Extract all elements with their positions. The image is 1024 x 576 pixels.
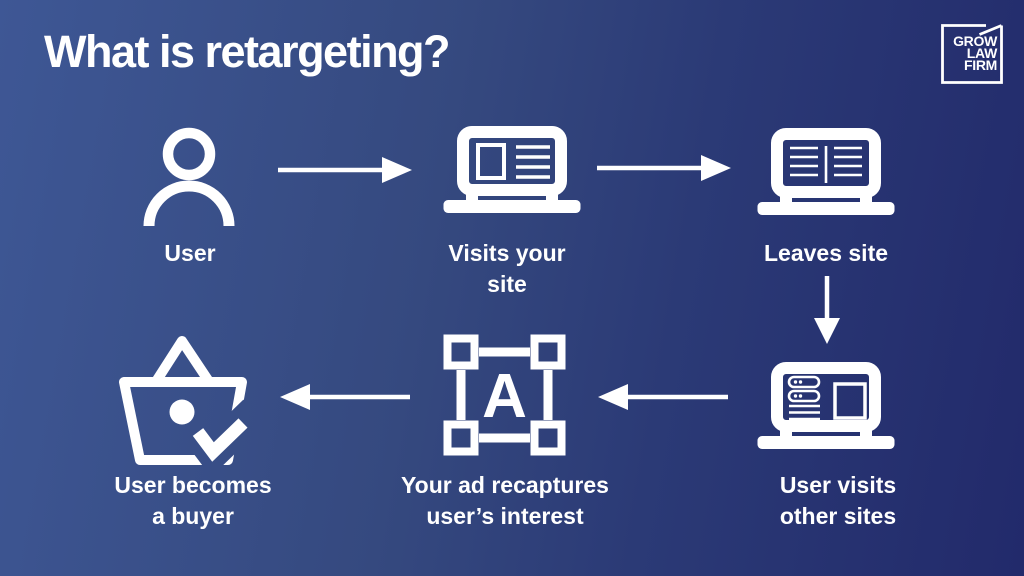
laptop-other-sites-icon [757, 362, 895, 449]
arrow-right-icon [597, 155, 731, 181]
basket-check-icon [119, 336, 248, 465]
grow-law-firm-logo: GROW LAW FIRM [941, 24, 1003, 84]
arrow-left-icon [598, 384, 728, 410]
logo-frame-icon [941, 24, 1003, 84]
step-label-ad-recaptures: Your ad recaptures user’s interest [401, 472, 609, 529]
arrow-right-icon [278, 157, 412, 183]
ad-frame-icon: A [443, 334, 566, 456]
arrow-left-icon [280, 384, 410, 410]
laptop-browser-icon [443, 126, 581, 213]
ad-letter: A [482, 362, 527, 431]
step-label-visits-your-site: Visits your site [448, 240, 566, 297]
step-label-user: User [164, 240, 216, 266]
page-title: What is retargeting? [44, 26, 451, 77]
arrow-down-icon [814, 276, 840, 344]
step-label-user-visits-other-sites: User visits other sites [779, 472, 897, 529]
step-label-leaves-site: Leaves site [763, 240, 889, 266]
laptop-article-icon [757, 128, 895, 215]
person-icon [143, 127, 235, 227]
step-label-user-becomes-buyer: User becomes a buyer [114, 472, 272, 529]
logo-text: GROW LAW FIRM [953, 33, 997, 73]
